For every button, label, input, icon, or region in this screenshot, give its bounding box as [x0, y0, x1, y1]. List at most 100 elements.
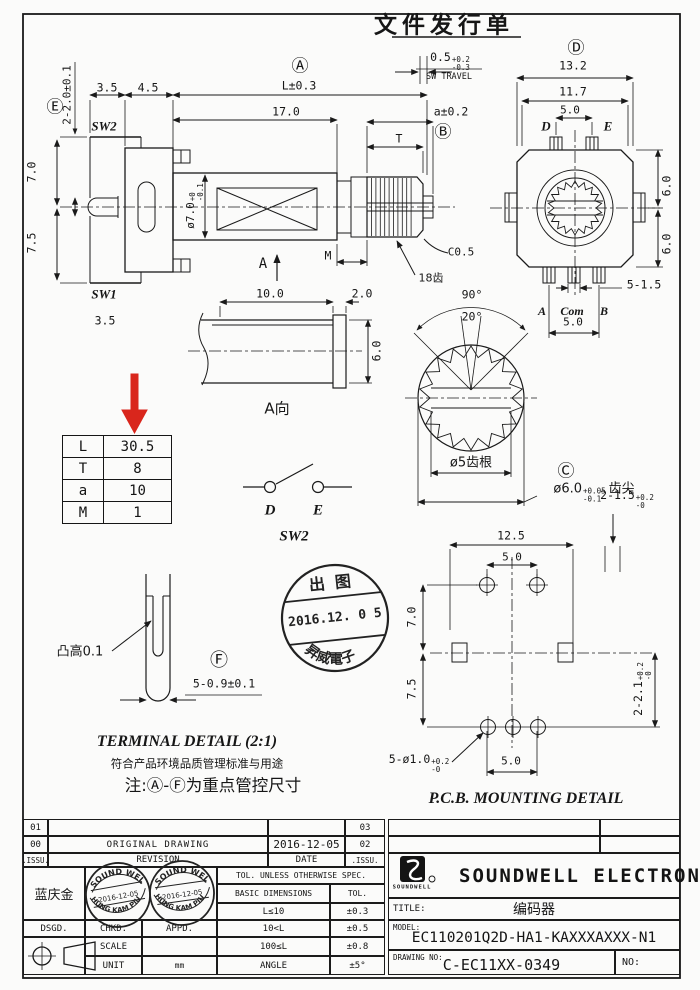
travel-tol-up: +0.2: [451, 54, 470, 64]
dim-10.0: 10.0: [256, 286, 284, 301]
appd-label: APPD.: [142, 920, 217, 937]
dim-4.5: 4.5: [137, 80, 159, 95]
param-value: 1: [133, 504, 142, 521]
unit-value: mm: [142, 956, 217, 975]
travel-value: 0.5: [430, 49, 451, 64]
terminal-b-label: B: [599, 304, 609, 318]
terminal-d-label: D: [541, 118, 551, 134]
dim-sw-travel-value: 0.5+0.2-0.3: [430, 49, 470, 73]
dim-3.5-top: 3.5: [96, 80, 118, 95]
red-highlight-arrow: [121, 373, 148, 435]
model-value: EC110201Q2D-HA1-KAXXXAXXX-N1: [411, 930, 657, 946]
dim-17.0: 17.0: [272, 104, 300, 119]
front-view-linework: [490, 74, 663, 338]
unit-label: UNIT: [85, 956, 142, 975]
rev2-date-row1: [600, 819, 680, 836]
document-release-stamp: 文件发行单: [374, 12, 514, 39]
chkd-label: CHKD.: [85, 920, 142, 937]
projection-symbol-cell: [23, 937, 85, 975]
rev-issu-header-2: .ISSU.: [345, 853, 385, 867]
a-view-label: A向: [264, 399, 290, 418]
soundwell-logo-icon: [400, 856, 436, 883]
label-sw1: SW1: [91, 286, 117, 302]
title-block: 01 03 00 ORIGINAL DRAWING 2016-12-05 02 …: [22, 819, 700, 975]
callout-c: Ⓒ: [557, 461, 575, 482]
angle-20: 20°: [461, 309, 483, 324]
callout-b: Ⓑ: [434, 122, 452, 143]
rev-issu-header: .ISSU.: [22, 853, 49, 867]
approval-stamp-appd: [149, 860, 215, 926]
tip-tol-up: +0.05: [583, 486, 606, 496]
dim-13.2: 13.2: [559, 58, 587, 73]
dim-chamfer: C0.5: [447, 245, 475, 259]
rev-desc-01: [48, 819, 268, 836]
drawing-no-row: DRAWING NO: C-EC11XX-0349: [388, 950, 615, 975]
dim-5-holes: 5-ø1.0+0.2-0: [388, 751, 450, 775]
terminal-e-label: E: [603, 118, 613, 134]
dim-a: a±0.2: [433, 104, 469, 119]
tol-up: +0.2: [635, 492, 654, 502]
tol-header: TOL. UNLESS OTHERWISE SPEC.: [217, 867, 385, 884]
tip-tol-dn: -0.1: [583, 494, 602, 504]
dsgd-label: DSGD.: [23, 920, 85, 937]
param-value: 10: [129, 482, 146, 499]
dim-holes-value: 5-ø1.0: [388, 751, 431, 766]
tol-value-2: ±0.5: [330, 920, 385, 937]
param-name: M: [63, 502, 104, 523]
angle-90: 90°: [461, 287, 483, 302]
rev-issue-01: 01: [23, 819, 48, 836]
dim-5-1.5: 5-1.5: [626, 277, 662, 292]
dim-terminal-width: 5-0.9±0.1: [192, 676, 256, 691]
dim-3.5-bottom: 3.5: [94, 313, 116, 328]
dim-2-1.5-value: 2-1.5: [600, 487, 635, 502]
tol-range-3: 100≤L: [217, 937, 330, 956]
dim-M: M: [324, 248, 332, 263]
no-cell: NO:: [615, 950, 680, 975]
rev2-date-row2: [600, 836, 680, 853]
rev-date-00: 2016-12-05: [268, 836, 345, 853]
dim-T: T: [395, 131, 403, 146]
tol-value-1: ±0.3: [330, 903, 385, 920]
rev2-desc-row2: [388, 836, 600, 853]
title-row: TITLE: 编码器: [388, 898, 680, 920]
key-dimension-note: 注:Ⓐ-Ⓕ为重点管控尺寸: [124, 775, 302, 795]
dim-2.0: 2.0: [351, 286, 373, 301]
dim-12.5: 12.5: [497, 528, 525, 543]
model-row: MODEL: EC110201Q2D-HA1-KAXXXAXXX-N1: [388, 920, 680, 950]
rev-issue-03: 03: [345, 819, 385, 836]
switch-pole-d: D: [264, 502, 276, 519]
title-value: 编码器: [513, 902, 555, 918]
dim-5.0-pcb-bottom: 5.0: [501, 754, 521, 768]
drawing-no-label: DRAWING NO:: [393, 953, 443, 962]
callout-a: Ⓐ: [291, 56, 309, 77]
section-arrow-a: A: [258, 256, 268, 272]
callout-e: Ⓔ: [46, 97, 64, 118]
tol-value-3: ±0.8: [330, 937, 385, 956]
callout-d: Ⓓ: [567, 38, 585, 59]
tol-dn: -0: [635, 501, 645, 510]
gear-view-linework: [405, 307, 538, 506]
tol-up: +0.2: [431, 756, 450, 766]
tip-suffix: 齿尖: [608, 481, 635, 497]
rev-issue-00: 00: [23, 836, 48, 853]
callout-f: Ⓕ: [210, 650, 228, 671]
bump-height-note: 凸高0.1: [56, 644, 104, 660]
company-name: SOUNDWELL ELECTRONICS: [459, 864, 700, 887]
projection-symbol-icon: [28, 941, 96, 971]
rev-date-header: DATE: [268, 853, 345, 867]
model-label: MODEL:: [393, 923, 421, 932]
drawing-no-value: C-EC11XX-0349: [442, 955, 561, 974]
tol-col-tol: TOL.: [330, 884, 385, 903]
scale-value: [142, 937, 217, 956]
tol-range-2: 10<L: [217, 920, 330, 937]
param-name: a: [63, 480, 104, 501]
a-view-linework: [188, 298, 372, 389]
rev-desc-00: ORIGINAL DRAWING: [48, 836, 268, 853]
tol-value-4: ±5°: [330, 956, 385, 975]
